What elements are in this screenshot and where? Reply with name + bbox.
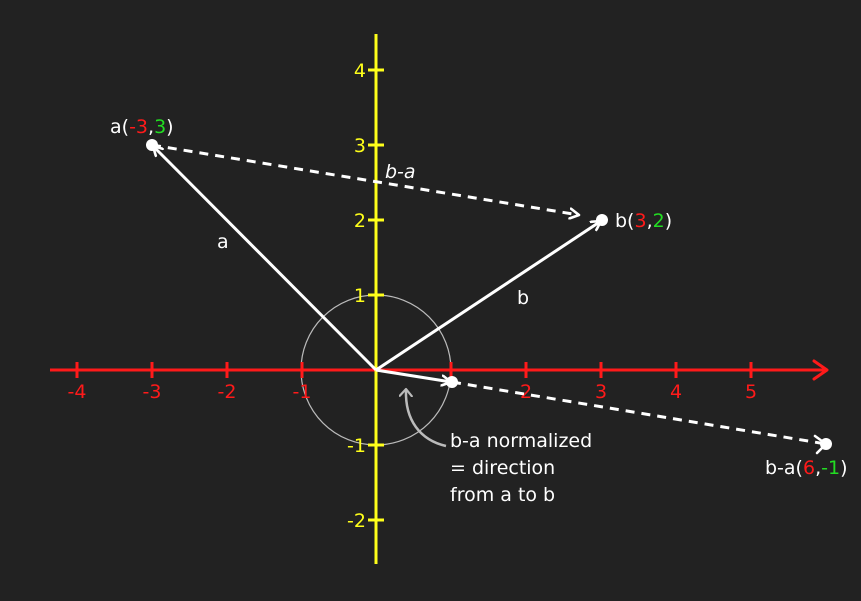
vector-b-label: b	[517, 287, 529, 309]
vector-b-minus-a-label: b-a	[385, 161, 416, 183]
point-b-y: 2	[653, 210, 665, 232]
x-tick-label: 5	[745, 381, 757, 403]
point-a-label: a(-3,3)	[110, 116, 174, 138]
y-tick-label: -1	[347, 435, 366, 457]
vector-b-minus-a-dashed	[151, 143, 579, 215]
point-a	[146, 139, 158, 151]
point-a-y: 3	[154, 116, 166, 138]
annotation-line-3: from a to b	[450, 484, 555, 506]
point-b-label: b(3,2)	[615, 210, 672, 232]
x-tick-label: 4	[670, 381, 682, 403]
x-tick-label: -4	[68, 381, 87, 403]
point-normalized	[446, 376, 458, 388]
point-ba-y: -1	[821, 457, 840, 479]
vector-normalized	[375, 368, 451, 382]
vector-b	[375, 221, 601, 372]
point-b-minus-a-label: b-a(6,-1)	[765, 457, 848, 479]
point-b	[596, 214, 608, 226]
vector-a-label: a	[217, 231, 229, 253]
x-tick-label: -3	[143, 381, 162, 403]
point-b-x: 3	[634, 210, 646, 232]
vector-a	[153, 146, 378, 372]
y-axis: 4 3 2 1 -1 -2	[347, 34, 384, 564]
y-tick-label: 1	[354, 285, 366, 307]
x-tick-label: 3	[595, 381, 607, 403]
annotation-line-1: b-a normalized	[450, 430, 592, 452]
y-tick-label: 3	[354, 135, 366, 157]
x-axis: -4 -3 -2 -1 2 3 4 5	[50, 359, 829, 403]
point-a-x: -3	[129, 116, 148, 138]
y-tick-label: 2	[354, 210, 366, 232]
x-tick-label: 2	[520, 381, 532, 403]
x-tick-label: -1	[293, 381, 312, 403]
y-tick-label: 4	[354, 60, 366, 82]
x-tick-label: -2	[218, 381, 237, 403]
y-tick-label: -2	[347, 510, 366, 532]
point-ba-x: 6	[803, 457, 815, 479]
point-b-minus-a	[820, 438, 832, 450]
annotation-line-2: = direction	[450, 457, 555, 479]
curved-arrow-icon	[406, 390, 447, 448]
annotation: b-a normalized = direction from a to b	[450, 430, 592, 506]
